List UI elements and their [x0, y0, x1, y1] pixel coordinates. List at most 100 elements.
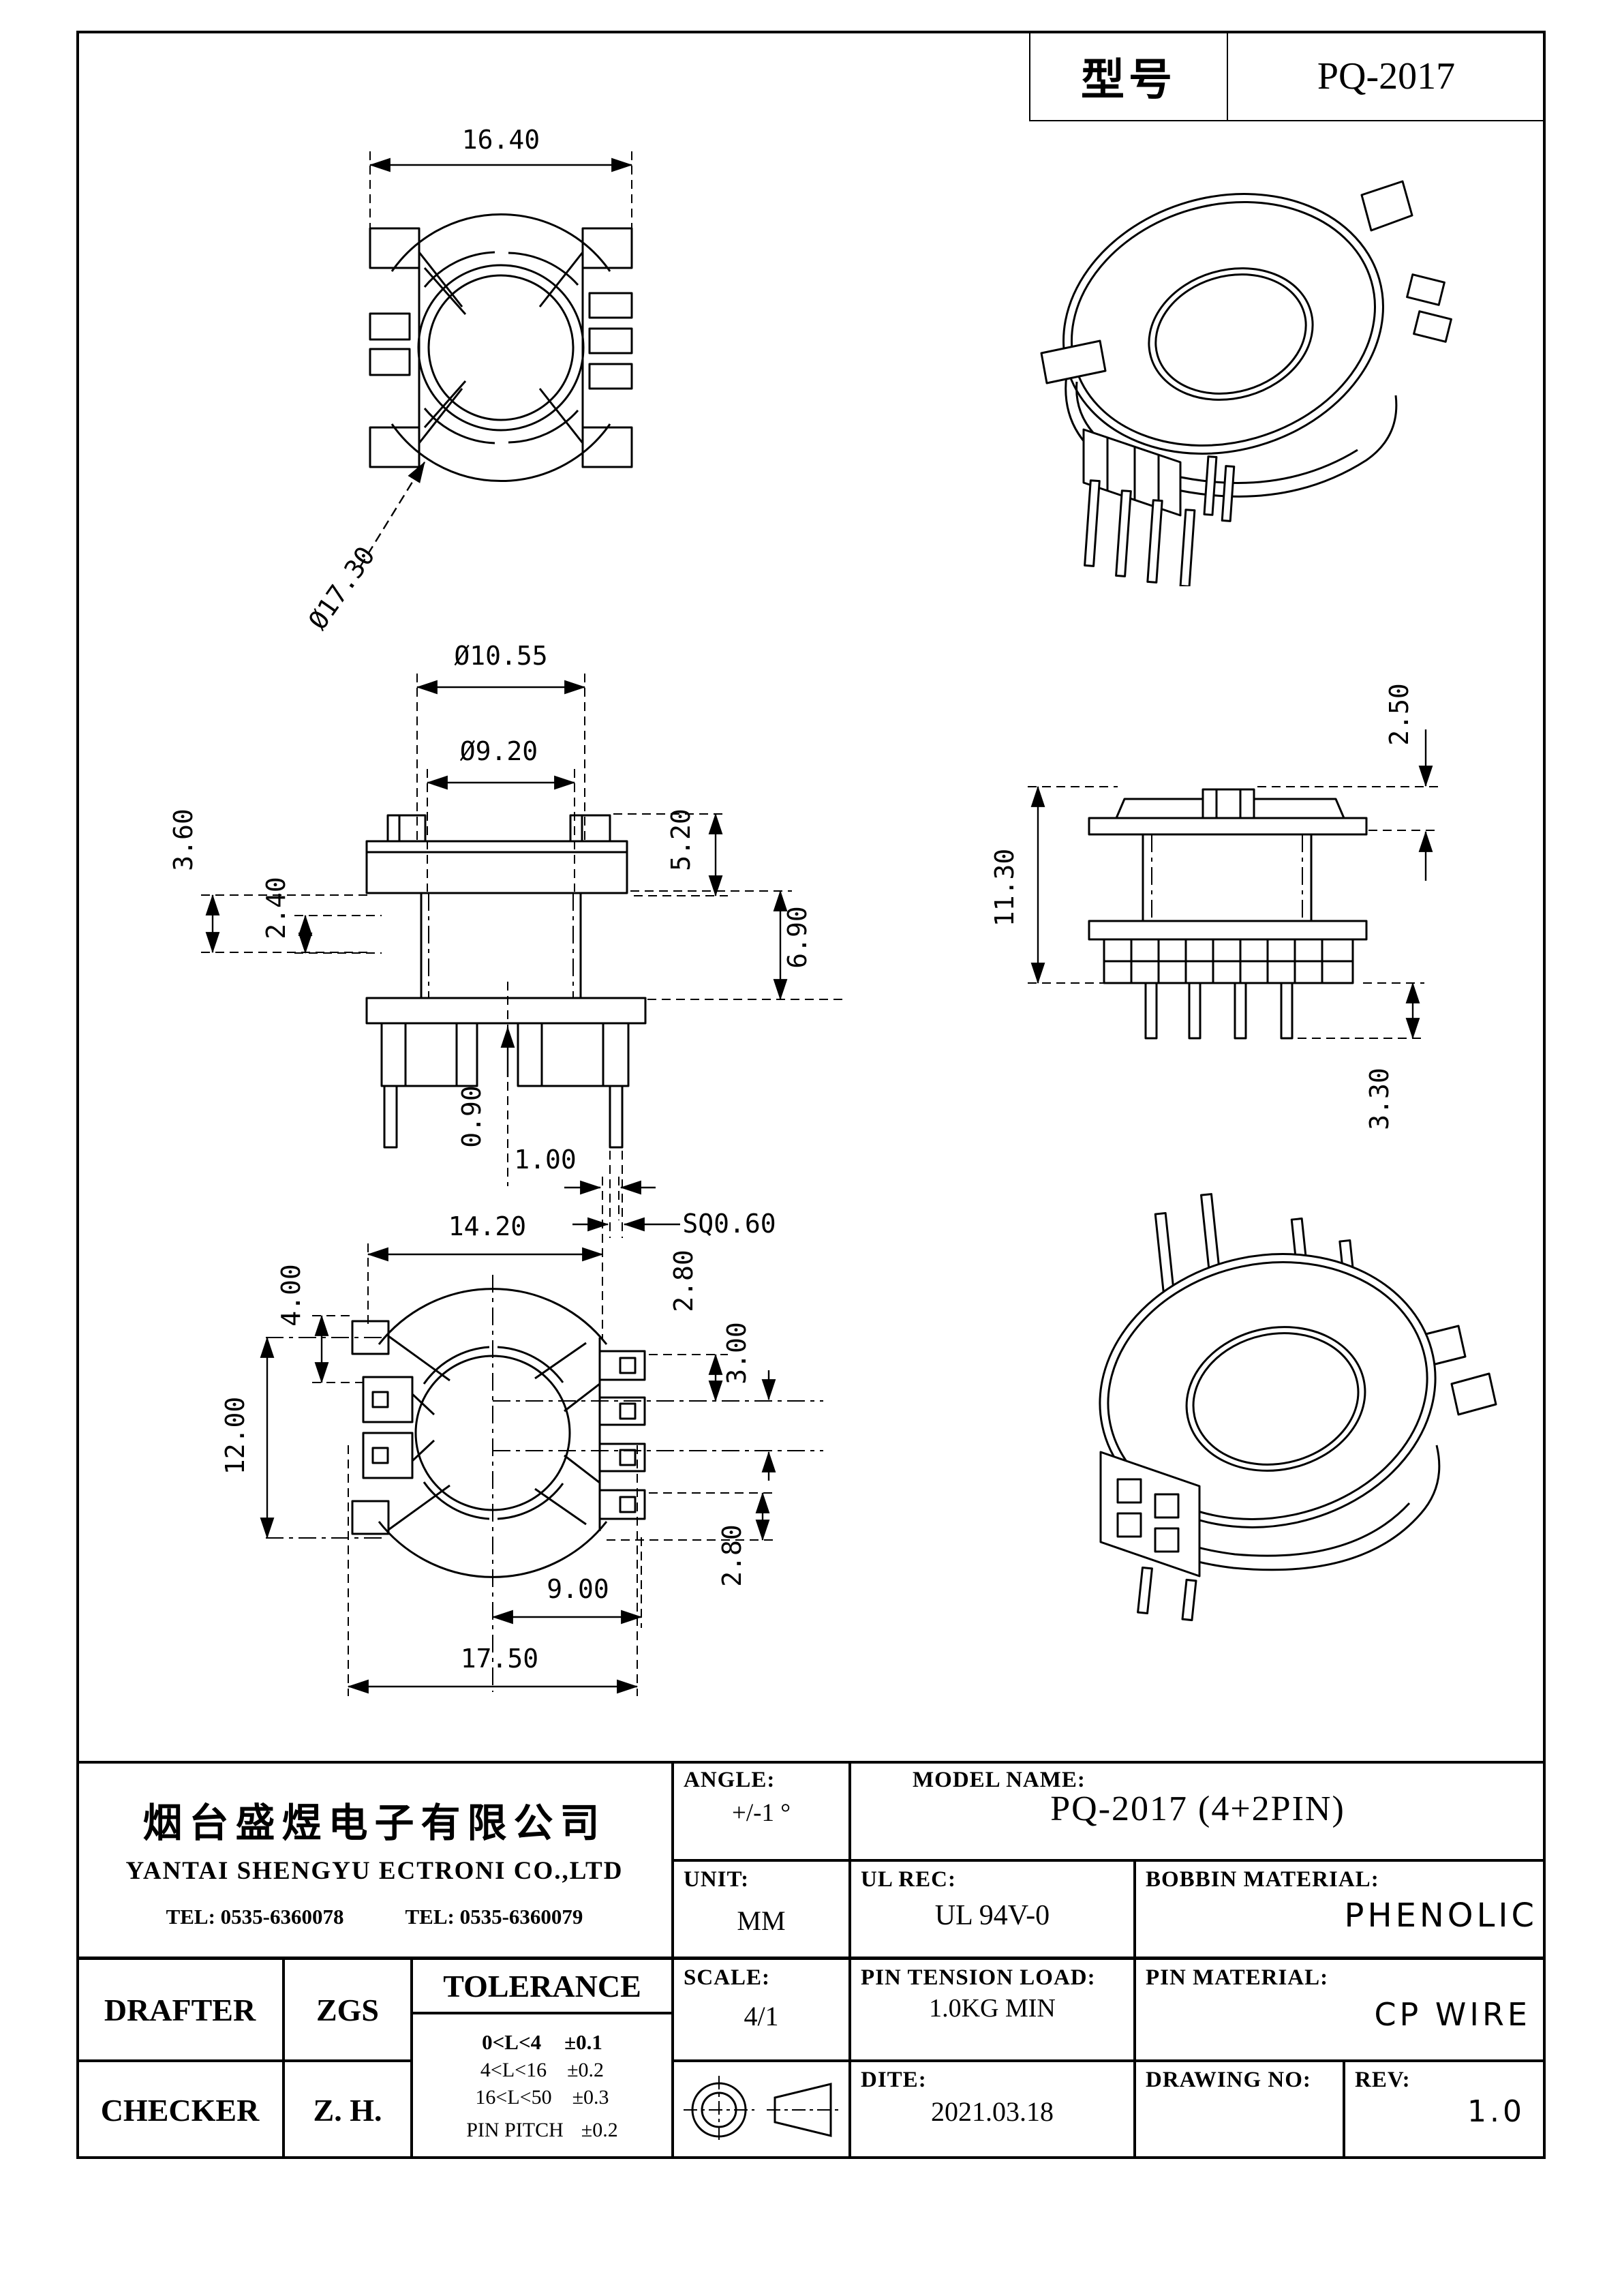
pin-material-cell: PIN MATERIAL: CP WIRE [1135, 1959, 1546, 2061]
bobbin-material-label: BOBBIN MATERIAL: [1146, 1867, 1379, 1892]
view-bottom: 1.00 14.20 4.00 12.00 2.80 3.00 2.80 9.0… [220, 1145, 823, 1696]
top-view-outline [369, 213, 633, 482]
dim-11-30: 11.30 [990, 849, 1020, 926]
dim-2-40: 2.40 [261, 877, 291, 939]
view-isometric-lower [1099, 1193, 1497, 1622]
tolerance-header-cell: TOLERANCE [412, 1959, 673, 2013]
title-block-top-rule [76, 1761, 1546, 1764]
dim-16-40: 16.40 [462, 125, 540, 155]
drawing-no-cell: DRAWING NO: [1135, 2061, 1344, 2159]
model-box-label: 型号 [1081, 55, 1176, 104]
checker-value: Z. H. [313, 2092, 382, 2128]
date-label: DITE: [861, 2068, 927, 2092]
ul-rec-value: UL 94V-0 [934, 1900, 1050, 1931]
bottom-view-outline [351, 1288, 646, 1578]
pin-tension-cell: PIN TENSION LOAD: 1.0KG MIN [850, 1959, 1135, 2061]
pin-material-value: CP WIRE [1374, 1996, 1531, 2033]
drafter-label: DRAFTER [104, 1992, 256, 2027]
model-name-value: PQ-2017 (4+2PIN) [1050, 1789, 1345, 1828]
tolerance-table-cell: 0<L<4 ±0.1 4<L<16 ±0.2 16<L<50 ±0.3 PIN … [412, 2013, 673, 2159]
company-cell: 烟台盛煜电子有限公司 YANTAI SHENGYU ECTRONI CO.,LT… [76, 1761, 673, 1959]
model-box-value-cell: PQ-2017 [1227, 31, 1546, 121]
side-front-outline [365, 814, 647, 1149]
tolerance-range: PIN PITCH [466, 2119, 564, 2141]
drawing-no-label: DRAWING NO: [1146, 2068, 1311, 2092]
view-top: 16.40 Ø17.30 [303, 125, 633, 635]
tolerance-range: 4<L<16 [480, 2059, 547, 2081]
checker-label: CHECKER [100, 2092, 260, 2128]
rev-cell: REV: 1.0 [1344, 2061, 1546, 2159]
dim-12-00: 12.00 [220, 1397, 250, 1475]
company-name-en: YANTAI SHENGYU ECTRONI CO.,LTD [125, 1856, 624, 1885]
scale-value: 4/1 [744, 2001, 779, 2031]
checker-cell: CHECKER [76, 2061, 284, 2159]
dim-4-00: 4.00 [276, 1264, 306, 1327]
bottom-view-dimensions: 1.00 14.20 4.00 12.00 2.80 3.00 2.80 9.0… [220, 1145, 776, 1696]
projection-symbol-cell [673, 2061, 850, 2159]
dim-2-50: 2.50 [1384, 683, 1414, 746]
rev-value: 1.0 [1467, 2094, 1525, 2129]
dim-6-90: 6.90 [782, 906, 812, 969]
view-side-right: 2.50 11.30 3.30 [990, 683, 1438, 1130]
ul-rec-cell: UL REC: UL 94V-0 [850, 1860, 1135, 1959]
date-cell: DITE: 2021.03.18 [850, 2061, 1135, 2159]
tolerance-range: 0<L<4 [482, 2030, 542, 2054]
tolerance-row: PIN PITCH ±0.2 [413, 2119, 671, 2142]
drafter-value: ZGS [316, 1992, 380, 2027]
company-tel-2: TEL: 0535-6360079 [405, 1904, 583, 1929]
dim-sq-0-60: SQ0.60 [682, 1209, 776, 1239]
tolerance-row: 0<L<4 ±0.1 [413, 2030, 671, 2055]
date-value: 2021.03.18 [931, 2096, 1054, 2127]
pin-tension-value: 1.0KG MIN [929, 1994, 1056, 2023]
projection-symbol-icon [684, 2076, 840, 2144]
rev-label: REV: [1355, 2068, 1411, 2092]
model-box-value: PQ-2017 [1317, 55, 1456, 97]
dim-dia-10-55: Ø10.55 [454, 641, 547, 671]
view-side-front: Ø10.55 Ø9.20 5.20 6.90 3.60 2.40 0.90 SQ… [168, 641, 845, 1239]
tolerance-value: ±0.3 [572, 2086, 609, 2109]
unit-label: UNIT: [684, 1867, 750, 1892]
tolerance-row: 4<L<16 ±0.2 [413, 2059, 671, 2082]
dim-17-50: 17.50 [461, 1644, 538, 1674]
model-name-label: MODEL NAME: [913, 1768, 1086, 1792]
dim-1-00: 1.00 [514, 1145, 577, 1175]
tolerance-range: 16<L<50 [475, 2086, 552, 2109]
drafter-value-cell: ZGS [284, 1959, 412, 2061]
model-box-label-cell: 型号 [1029, 31, 1228, 121]
tolerance-value: ±0.2 [581, 2119, 618, 2141]
dim-14-20: 14.20 [448, 1211, 526, 1241]
bobbin-material-value: PHENOLIC [1344, 1897, 1537, 1935]
side-right-dimensions: 2.50 11.30 3.30 [990, 683, 1438, 1130]
dim-3-60: 3.60 [168, 809, 198, 871]
scale-label: SCALE: [684, 1965, 771, 1990]
view-isometric-upper [1040, 180, 1452, 586]
iso-upper-body [1040, 180, 1452, 586]
dim-5-20: 5.20 [666, 809, 696, 871]
angle-value: +/-1 ° [731, 1799, 791, 1827]
dim-dia-9-20: Ø9.20 [460, 736, 538, 766]
drafter-cell: DRAFTER [76, 1959, 284, 2061]
angle-cell: ANGLE: +/-1 ° [673, 1761, 850, 1860]
tolerance-value: ±0.2 [567, 2059, 605, 2081]
dim-3-00: 3.00 [722, 1322, 752, 1385]
ul-rec-label: UL REC: [861, 1867, 956, 1892]
company-tel-1: TEL: 0535-6360078 [166, 1904, 344, 1929]
dim-3-30: 3.30 [1364, 1068, 1394, 1130]
bobbin-material-cell: BOBBIN MATERIAL: PHENOLIC [1135, 1860, 1546, 1959]
pin-material-label: PIN MATERIAL: [1146, 1965, 1329, 1990]
dim-0-90: 0.90 [457, 1085, 487, 1148]
dim-2-80-lower: 2.80 [717, 1524, 747, 1587]
iso-lower-body [1099, 1193, 1497, 1622]
model-name-cell: MODEL NAME: PQ-2017 (4+2PIN) [850, 1761, 1546, 1860]
company-name-cn: 烟台盛煜电子有限公司 [142, 1800, 607, 1845]
dim-2-80-upper: 2.80 [669, 1250, 699, 1312]
side-front-dimensions: Ø10.55 Ø9.20 5.20 6.90 3.60 2.40 0.90 SQ… [168, 641, 845, 1239]
tolerance-title: TOLERANCE [443, 1968, 641, 2004]
tolerance-value: ±0.1 [564, 2030, 602, 2054]
angle-label: ANGLE: [684, 1768, 776, 1792]
tolerance-row: 16<L<50 ±0.3 [413, 2086, 671, 2109]
scale-cell: SCALE: 4/1 [673, 1959, 850, 2061]
unit-value: MM [737, 1905, 786, 1936]
dim-9-00: 9.00 [547, 1574, 609, 1604]
